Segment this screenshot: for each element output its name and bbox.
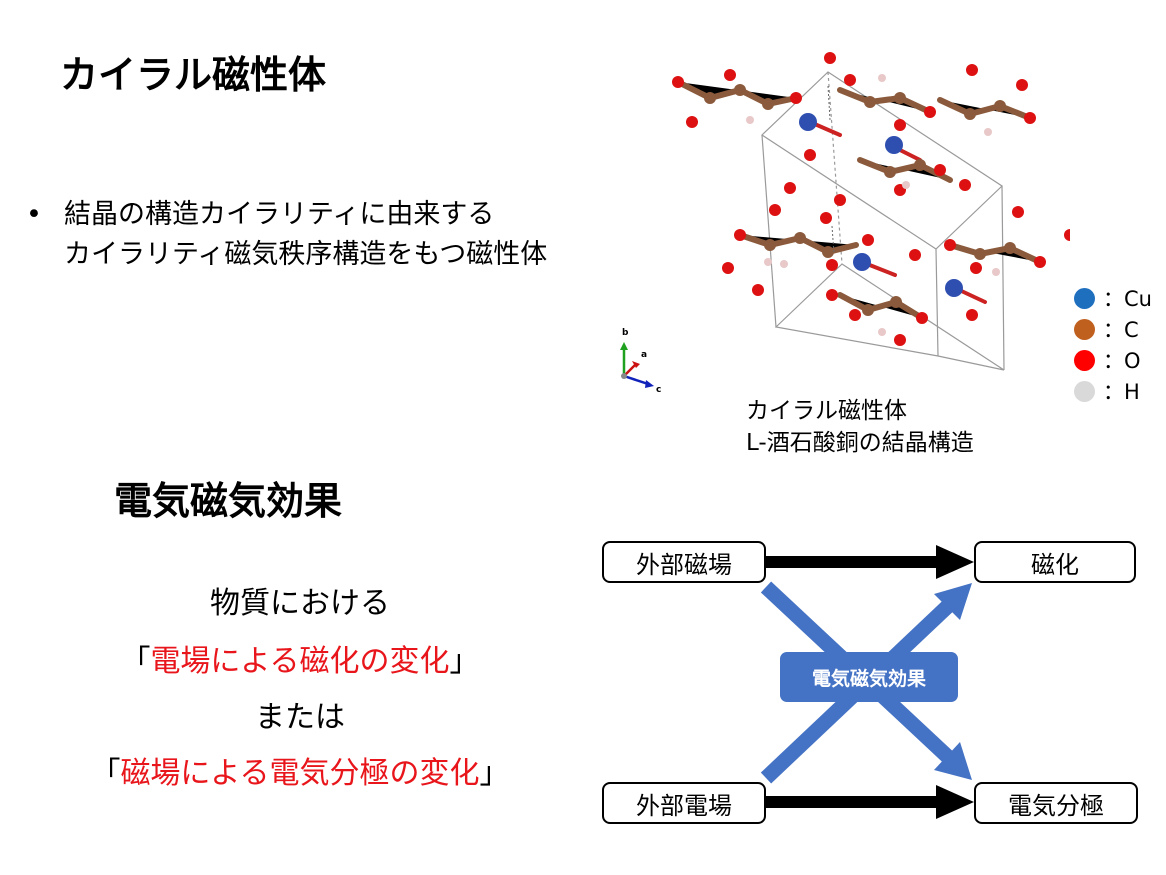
arrowhead-blue-down [934,742,972,780]
legend-item-h: ：H [1074,376,1140,406]
bracket-close-2: 」 [479,756,510,791]
magnetoelectric-effect-label: 電気磁気効果 [780,652,958,702]
definition-highlight-2: 磁場による電気分極の変化 [120,756,480,791]
c-dot-icon [1074,318,1095,340]
legend-item-o: ：O [1074,345,1141,375]
box-external-electric-field: 外部電場 [602,782,766,824]
o-dot-icon [1074,349,1095,371]
figure-caption-line2: L-酒石酸銅の結晶構造 [746,430,974,456]
box-external-magnetic-field: 外部磁場 [602,541,766,583]
legend-item-cu: ：Cu [1074,283,1152,313]
legend-label-cu: ：Cu [1103,287,1152,311]
h-dot-icon [1074,380,1095,402]
arrowhead-blue-up [934,583,972,620]
bracket-close-1: 」 [449,644,480,679]
definition-highlight-1: 電場による磁化の変化 [150,644,450,679]
section-title-chiral-magnet: カイラル磁性体 [60,53,327,97]
axis-label-c: c [656,385,662,395]
axis-label-a: a [641,350,648,360]
bracket-open-2: 「 [90,756,121,791]
bullet-text-line1: 結晶の構造カイラリティに由来する [64,199,495,230]
cu-dot-icon [1074,287,1095,309]
bracket-open-1: 「 [120,644,151,679]
arrowhead-black-top [936,545,974,579]
legend-label-o: ：O [1103,349,1141,373]
section-title-magnetoelectric: 電気磁気効果 [114,479,343,523]
axis-label-b: b [622,328,629,338]
box-electric-polarization: 電気分極 [974,782,1138,824]
definition-line3: または [255,700,345,735]
figure-caption-line1: カイラル磁性体 [746,398,907,424]
axis-triad-icon [620,342,654,388]
definition-line4: 「磁場による電気分極の変化」 [40,748,560,792]
legend-label-c: ：C [1103,318,1139,342]
legend-item-c: ：C [1074,314,1139,344]
bullet-marker: • [26,199,42,230]
definition-line1: 物質における [210,586,390,621]
box-magnetization: 磁化 [974,541,1136,583]
crystal-structure-image [672,52,1070,371]
arrowhead-black-bottom [936,785,974,819]
bullet-text-line2: カイラリティ磁気秩序構造をもつ磁性体 [64,239,548,270]
legend-label-h: ：H [1103,380,1140,404]
definition-line2: 「電場による磁化の変化」 [40,636,560,680]
